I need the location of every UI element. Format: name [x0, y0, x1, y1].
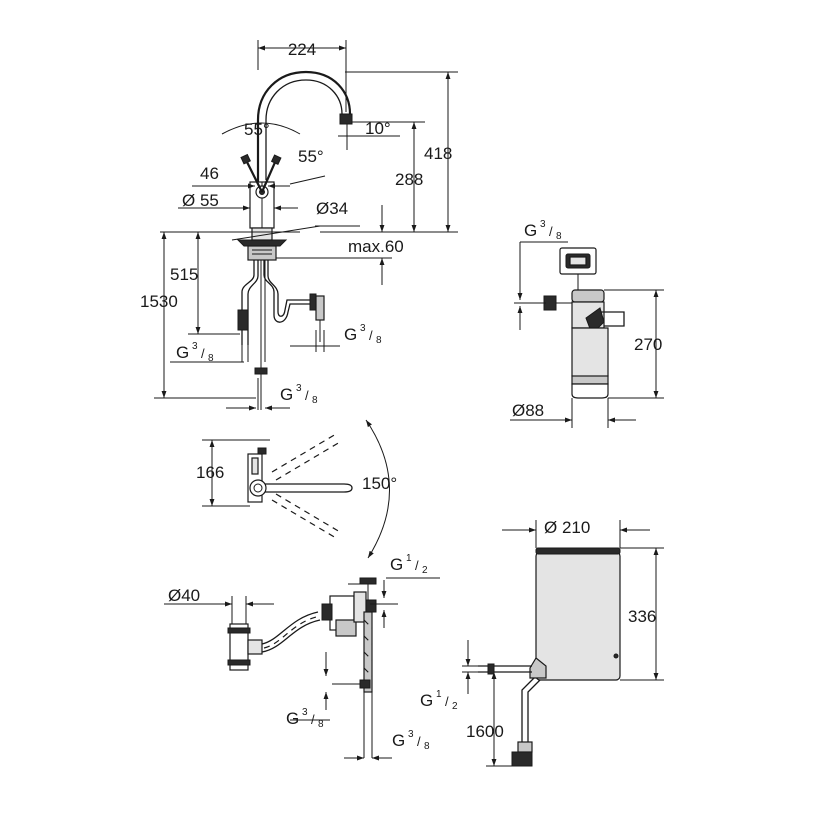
- boiler-dimensions: Ø 210 336 1600: [462, 518, 664, 767]
- svg-text:/: /: [305, 388, 309, 403]
- dim-max60: max.60: [348, 237, 404, 256]
- svg-text:8: 8: [424, 741, 430, 752]
- dim-270: 270: [634, 335, 662, 354]
- svg-text:8: 8: [556, 231, 562, 242]
- dim-515: 515: [170, 265, 198, 284]
- thread-label-faucet-left: G 3 / 8: [176, 341, 214, 364]
- dim-55deg-top: 55°: [244, 120, 270, 139]
- dim-d55: Ø 55: [182, 191, 219, 210]
- faucet-elevation: [160, 70, 353, 410]
- svg-text:G: G: [392, 731, 405, 750]
- valve-dimensions: Ø40: [164, 577, 440, 761]
- svg-text:G: G: [286, 709, 299, 728]
- filter-head: [571, 289, 605, 303]
- dim-10deg: 10°: [365, 119, 391, 138]
- thread-label-faucet-right: G 3 / 8: [344, 323, 382, 346]
- hose-fitting-left: [237, 309, 249, 331]
- dim-d40: Ø40: [168, 586, 200, 605]
- boiler-body: [535, 551, 621, 681]
- dim-288: 288: [395, 170, 423, 189]
- svg-text:/: /: [445, 694, 449, 709]
- svg-text:2: 2: [452, 701, 458, 712]
- svg-text:G: G: [344, 325, 357, 344]
- dim-d210: Ø 210: [544, 518, 590, 537]
- svg-text:3: 3: [192, 341, 198, 352]
- svg-text:G: G: [524, 221, 537, 240]
- dim-46: 46: [200, 164, 219, 183]
- handle-right: [260, 159, 278, 193]
- dim-1600: 1600: [466, 722, 504, 741]
- dim-55deg-side: 55°: [298, 147, 324, 166]
- svg-text:1: 1: [406, 553, 412, 564]
- svg-text:3: 3: [408, 729, 414, 740]
- thread-label-faucet-bottom: G 3 / 8: [280, 383, 318, 406]
- svg-text:/: /: [369, 328, 373, 343]
- spout-inner: [265, 79, 343, 180]
- svg-text:/: /: [417, 734, 421, 749]
- svg-text:3: 3: [302, 707, 308, 718]
- thread-label-valve-left: G 3 / 8: [286, 707, 324, 730]
- faucet-base: [236, 239, 288, 247]
- filter-bracket: [600, 311, 625, 327]
- svg-text:/: /: [415, 558, 419, 573]
- hose-left: [241, 260, 255, 345]
- dim-150deg: 150°: [362, 474, 397, 493]
- dim-336: 336: [628, 607, 656, 626]
- valve-assembly: [227, 577, 377, 758]
- mounting-nut: [247, 245, 277, 261]
- svg-text:8: 8: [208, 353, 214, 364]
- thread-label-valve-top: G 1 / 2: [390, 553, 428, 576]
- angle-valve-right: [315, 295, 325, 321]
- svg-text:/: /: [311, 712, 315, 727]
- swivel-top-view: [247, 433, 353, 539]
- dim-d34: Ø34: [316, 199, 348, 218]
- spout-outline: [256, 70, 352, 182]
- svg-text:G: G: [280, 385, 293, 404]
- swivel-dimensions: 150° 166: [196, 419, 397, 559]
- svg-text:8: 8: [318, 719, 324, 730]
- thread-label-boiler: G 1 / 2: [420, 689, 458, 712]
- svg-text:1: 1: [436, 689, 442, 700]
- svg-text:G: G: [420, 691, 433, 710]
- svg-text:/: /: [549, 224, 553, 239]
- svg-text:G: G: [176, 343, 189, 362]
- top-view-spout: [262, 483, 353, 493]
- filter-cartridge: [571, 327, 609, 383]
- thread-label-filter: G 3 / 8: [524, 219, 562, 242]
- thread-label-valve-bottom: G 3 / 8: [392, 729, 430, 752]
- dim-d88: Ø88: [512, 401, 544, 420]
- svg-text:3: 3: [540, 219, 546, 230]
- boiler-hose-fitting: [511, 751, 533, 767]
- filter-dimensions: 270 Ø88: [510, 241, 664, 428]
- hose-connector-bottom: [254, 367, 268, 375]
- boiler-hose: [521, 677, 535, 742]
- filter-unit: [543, 247, 625, 399]
- dim-224: 224: [288, 40, 316, 59]
- spout-aerator: [339, 113, 353, 125]
- svg-text:3: 3: [296, 383, 302, 394]
- drain-hose: [261, 611, 319, 645]
- dim-1530: 1530: [140, 292, 178, 311]
- dim-166: 166: [196, 463, 224, 482]
- svg-text:3: 3: [360, 323, 366, 334]
- dim-418: 418: [424, 144, 452, 163]
- svg-text:/: /: [201, 346, 205, 361]
- svg-text:8: 8: [312, 395, 318, 406]
- svg-text:8: 8: [376, 335, 382, 346]
- svg-text:G: G: [390, 555, 403, 574]
- hose-right: [263, 260, 310, 323]
- boiler-unit: [478, 547, 621, 767]
- svg-text:2: 2: [422, 565, 428, 576]
- handle-left: [245, 159, 263, 193]
- faucet-dimensions: 224 418 288 10° 55° 55° 46 Ø 55 Ø34 max.…: [140, 40, 458, 411]
